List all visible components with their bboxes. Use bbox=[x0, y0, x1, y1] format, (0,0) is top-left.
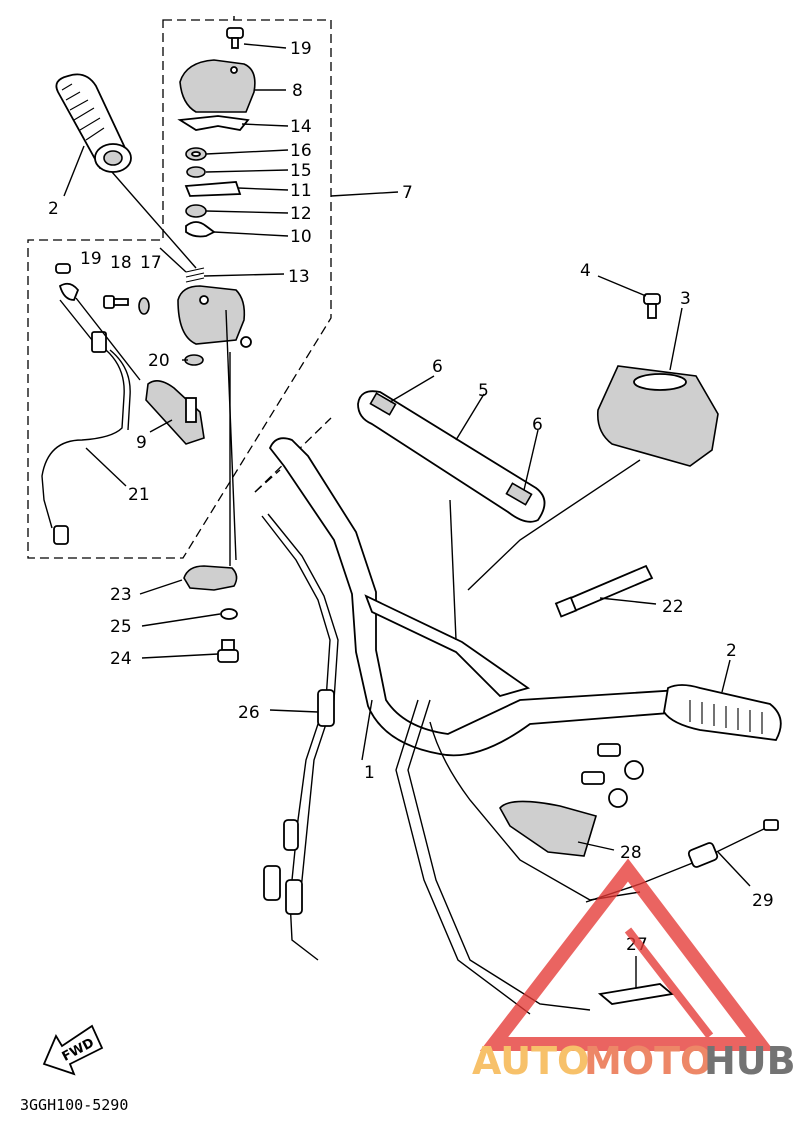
callout-12: 12 bbox=[290, 204, 312, 224]
fwd-arrow: FWD bbox=[42, 1024, 104, 1076]
switch-28 bbox=[499, 800, 598, 857]
callout-14: 14 bbox=[290, 117, 312, 137]
front-brake-cable bbox=[395, 699, 641, 1015]
washer-17 bbox=[138, 297, 150, 315]
callout-2-left: 2 bbox=[48, 199, 59, 219]
screw-19-top bbox=[226, 27, 244, 49]
watermark-hub: HUB bbox=[704, 1039, 796, 1083]
callout-8: 8 bbox=[292, 81, 303, 101]
callout-23: 23 bbox=[110, 585, 132, 605]
lever-group-box bbox=[254, 417, 332, 493]
callout-labels: 19 8 14 16 15 11 12 10 7 13 2 19 18 17 2… bbox=[48, 39, 774, 955]
leader-lines bbox=[59, 16, 751, 988]
gasket-14 bbox=[177, 115, 250, 131]
spring-13 bbox=[185, 267, 205, 283]
left-grip bbox=[55, 73, 132, 173]
bolt-24 bbox=[217, 639, 239, 663]
callout-25: 25 bbox=[110, 617, 132, 637]
callout-19-left: 19 bbox=[80, 249, 102, 269]
wire-21 bbox=[41, 331, 131, 545]
callout-11: 11 bbox=[290, 181, 312, 201]
cable-end-10 bbox=[185, 221, 216, 238]
watermark-moto: MOTO bbox=[584, 1039, 712, 1083]
clamp-23 bbox=[183, 565, 238, 591]
callout-18: 18 bbox=[110, 253, 132, 273]
throttle-cover-8 bbox=[179, 59, 256, 113]
bar-pad-3 bbox=[596, 365, 719, 467]
callout-29: 29 bbox=[752, 891, 774, 911]
right-grip bbox=[663, 684, 782, 741]
callout-16: 16 bbox=[290, 141, 312, 161]
automotohub-watermark: AUTO MOTO HUB bbox=[472, 858, 796, 1083]
callout-22: 22 bbox=[662, 597, 684, 617]
throttle-group-box bbox=[27, 19, 332, 559]
throttle-housing bbox=[177, 285, 252, 348]
callout-26: 26 bbox=[238, 703, 260, 723]
screw-19-left bbox=[55, 263, 80, 301]
callout-17: 17 bbox=[140, 253, 162, 273]
callout-15: 15 bbox=[290, 161, 312, 181]
screw-18 bbox=[103, 295, 129, 309]
handlebar-pad-5 bbox=[357, 390, 546, 523]
cable-tie-22 bbox=[554, 564, 654, 618]
adjusters bbox=[581, 743, 644, 808]
callout-2-right: 2 bbox=[726, 641, 737, 661]
callout-10: 10 bbox=[290, 227, 312, 247]
callout-7: 7 bbox=[402, 183, 413, 203]
watermark-auto: AUTO bbox=[472, 1039, 589, 1083]
washer-12 bbox=[185, 204, 207, 218]
callout-28: 28 bbox=[620, 843, 642, 863]
washer-25 bbox=[220, 608, 238, 620]
callout-1: 1 bbox=[364, 763, 375, 783]
callout-19-top: 19 bbox=[290, 39, 312, 59]
cable-27-end bbox=[597, 983, 675, 1005]
callout-9: 9 bbox=[136, 433, 147, 453]
washers-16-15 bbox=[185, 147, 207, 178]
handlebar-1 bbox=[268, 437, 683, 757]
callout-24: 24 bbox=[110, 649, 132, 669]
callout-3: 3 bbox=[680, 289, 691, 309]
watermark-triangle bbox=[479, 858, 775, 1051]
callout-13: 13 bbox=[288, 267, 310, 287]
callout-6-left: 6 bbox=[432, 357, 443, 377]
plate-11 bbox=[184, 181, 242, 197]
diagram-code: 3GGH100-5290 bbox=[20, 1096, 128, 1114]
callout-4: 4 bbox=[580, 261, 591, 281]
callout-20: 20 bbox=[148, 351, 170, 371]
callout-21: 21 bbox=[128, 485, 150, 505]
callout-6-right: 6 bbox=[532, 415, 543, 435]
connector-9 bbox=[145, 380, 205, 445]
bolt-4 bbox=[643, 293, 661, 319]
throttle-cable-26 bbox=[261, 513, 339, 961]
callout-5: 5 bbox=[478, 381, 489, 401]
